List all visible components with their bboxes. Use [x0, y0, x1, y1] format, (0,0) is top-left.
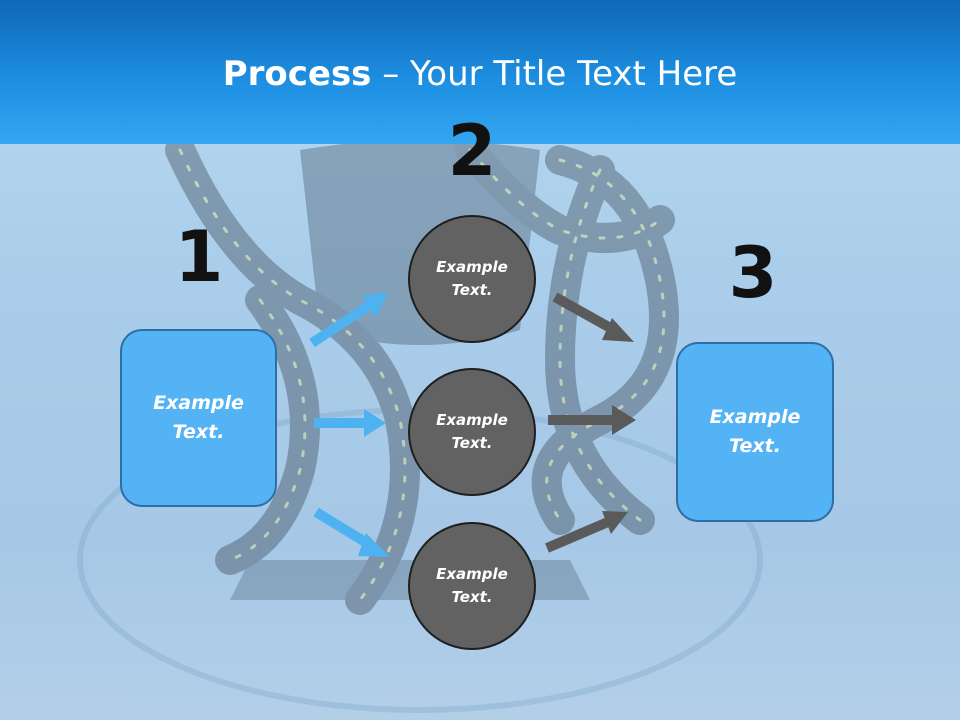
- step-2-circle-3-text: Example Text.: [436, 565, 508, 606]
- step-3-number: 3: [728, 232, 778, 314]
- step-1-box[interactable]: Example Text.: [120, 329, 277, 507]
- step-2-circle-1[interactable]: Example Text.: [408, 215, 536, 343]
- step-1-number: 1: [174, 216, 224, 298]
- step-2-circle-1-text: Example Text.: [436, 258, 508, 299]
- title-rest: – Your Title Text Here: [371, 54, 738, 94]
- slide-title: Process – Your Title Text Here: [0, 52, 960, 96]
- title-bold: Process: [222, 54, 372, 94]
- title-bar: [0, 0, 960, 144]
- step-2-circle-2[interactable]: Example Text.: [408, 368, 536, 496]
- step-3-box[interactable]: Example Text.: [676, 342, 834, 522]
- step-3-text: Example Text.: [709, 406, 801, 457]
- step-2-circle-3[interactable]: Example Text.: [408, 522, 536, 650]
- step-2-circle-2-text: Example Text.: [436, 411, 508, 452]
- step-1-text: Example Text.: [153, 392, 244, 443]
- step-2-number: 2: [447, 110, 497, 192]
